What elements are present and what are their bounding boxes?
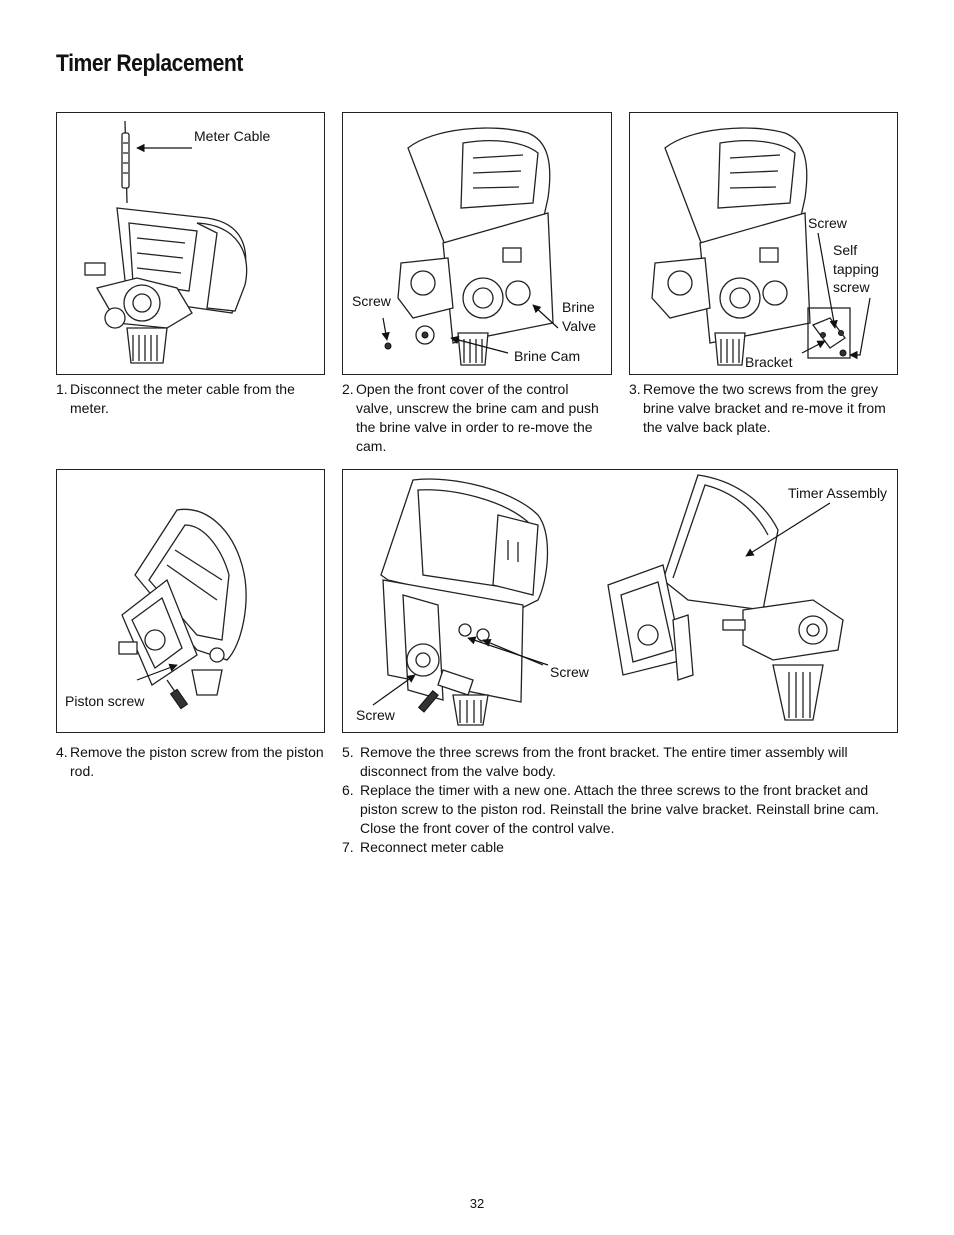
instruction-steps: 5. Remove the three screws from the front… (342, 743, 902, 857)
page-title: Timer Replacement (56, 50, 243, 77)
step-number: 6. (342, 782, 354, 798)
label-piston-screw: Piston screw (65, 693, 145, 709)
figure-panel-5: Timer Assembly Screw Screw (342, 469, 898, 733)
label-valve: Valve (562, 318, 596, 334)
caption-text: Remove the piston screw from the piston … (70, 744, 324, 779)
valve-illustration-brine-cam (381, 127, 559, 366)
label-self: Self (833, 242, 858, 258)
caption-number: 3. (629, 381, 641, 397)
caption-text: Disconnect the meter cable from the mete… (70, 381, 295, 416)
label-screw-2: screw (833, 279, 870, 295)
step-text: Remove the three screws from the front b… (360, 744, 848, 779)
caption-text: Remove the two screws from the grey brin… (643, 381, 886, 435)
step-number: 7. (342, 839, 354, 855)
page-number: 32 (469, 1196, 485, 1211)
figure-panel-4: Piston screw (56, 469, 325, 733)
caption-1: 1. Disconnect the meter cable from the m… (56, 380, 328, 418)
label-brine-cam: Brine Cam (514, 348, 581, 364)
label-screw-left: Screw (356, 707, 395, 723)
caption-4: 4. Remove the piston screw from the pist… (56, 743, 328, 781)
label-screw-right: Screw (550, 664, 589, 680)
label-timer-assembly: Timer Assembly (788, 485, 888, 501)
label-meter-cable: Meter Cable (194, 128, 271, 144)
valve-illustration-meter-cable (84, 120, 248, 364)
label-brine: Brine (562, 299, 595, 315)
step-number: 5. (342, 744, 354, 760)
step-item: 6. Replace the timer with a new one. Atta… (342, 781, 902, 838)
caption-text: Open the front cover of the control valv… (356, 381, 599, 454)
valve-illustration-bracket (651, 127, 871, 366)
figure-panel-2: Screw Brine Valve Brine Cam (342, 112, 612, 375)
caption-number: 1. (56, 381, 68, 397)
label-screw: Screw (352, 293, 391, 309)
step-item: 7. Reconnect meter cable (342, 838, 902, 857)
label-bracket: Bracket (745, 354, 793, 370)
valve-illustration-timer-assembly (372, 474, 844, 726)
step-text: Reconnect meter cable (360, 839, 504, 855)
step-text: Replace the timer with a new one. Attach… (360, 782, 880, 836)
label-tapping: tapping (833, 261, 879, 277)
step-item: 5. Remove the three screws from the front… (342, 743, 902, 781)
figure-panel-1: Meter Cable (56, 112, 325, 375)
label-screw: Screw (808, 215, 847, 231)
caption-number: 2. (342, 381, 354, 397)
valve-illustration-piston-screw (118, 508, 247, 710)
caption-number: 4. (56, 744, 68, 760)
caption-3: 3. Remove the two screws from the grey b… (629, 380, 887, 437)
figure-panel-3: Screw Self tapping screw Bracket (629, 112, 898, 375)
caption-2: 2. Open the front cover of the control v… (342, 380, 604, 456)
